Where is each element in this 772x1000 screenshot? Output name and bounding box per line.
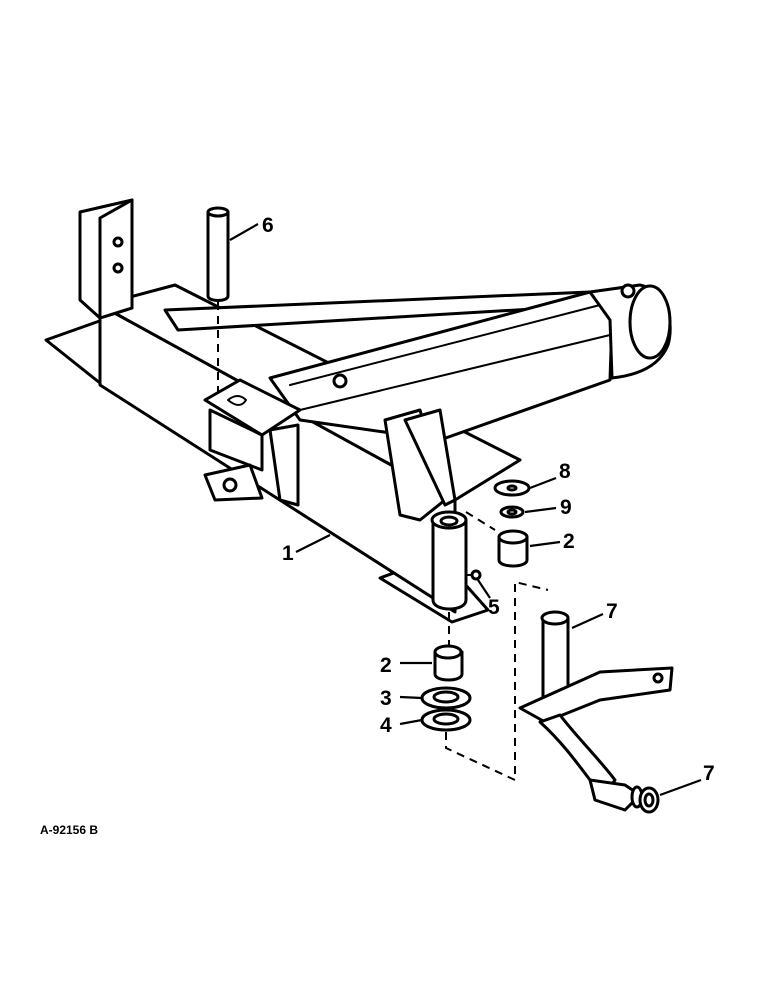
- bushing-part-2-lower: [433, 644, 464, 682]
- callout-8: 8: [559, 460, 571, 483]
- washer-part-8: [493, 479, 531, 497]
- reference-code: A-92156 B: [40, 823, 98, 837]
- callout-2-upper: 2: [563, 530, 575, 553]
- callout-5: 7: [606, 600, 618, 623]
- callout-6: 7: [703, 762, 715, 785]
- bushing-part-2-upper: [497, 529, 529, 568]
- washer-part-9: [499, 505, 525, 519]
- callout-1: 1: [282, 542, 294, 565]
- callout-7-lower: 4: [380, 714, 392, 737]
- callout-4: 6: [262, 214, 274, 237]
- pin-part-4: [206, 206, 230, 400]
- callout-2-lower: 2: [380, 654, 392, 677]
- callouts: 6 1 5 8 9 2 7 2 3 4 7: [229, 214, 715, 797]
- callout-3: 5: [488, 596, 500, 619]
- callout-9: 9: [560, 496, 572, 519]
- main-frame: [44, 198, 672, 624]
- assembly-lines: [445, 511, 549, 782]
- spindle-part-5: [518, 610, 674, 812]
- washer-part-7-lower: [420, 708, 472, 732]
- washer-part-7-upper: [420, 686, 472, 710]
- callout-7-upper: 3: [380, 687, 392, 710]
- nut-part-6: [638, 786, 660, 814]
